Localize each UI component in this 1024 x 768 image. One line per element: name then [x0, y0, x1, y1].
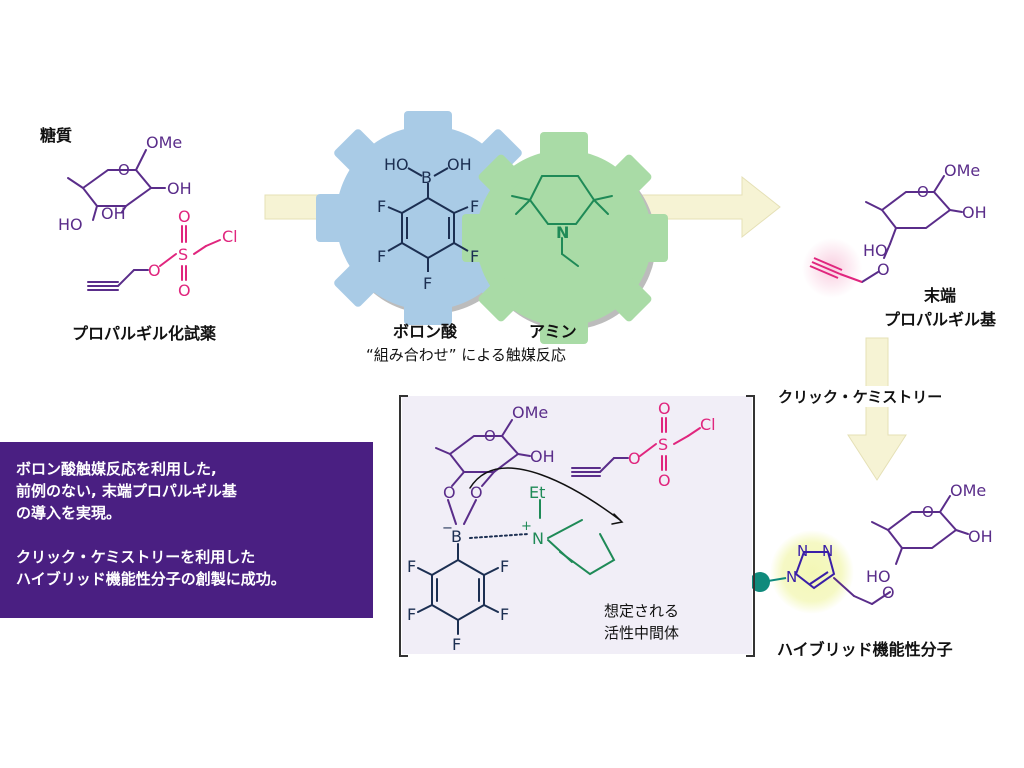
- summary-line: の導入を実現。: [16, 504, 122, 522]
- atom-label: O: [470, 483, 483, 502]
- atom-label: OH: [962, 203, 987, 222]
- summary-line: ボロン酸触媒反応を利用した,: [16, 460, 217, 478]
- sugar-label: 糖質: [40, 126, 73, 145]
- atom-label: F: [423, 274, 432, 293]
- atom-label: OMe: [146, 133, 182, 152]
- charge-label: +: [521, 519, 532, 534]
- atom-label: O: [658, 471, 671, 490]
- intermediate-structure: [417, 417, 701, 635]
- triazole-structure: [794, 551, 836, 590]
- atom-label: OMe: [512, 403, 548, 422]
- atom-label: OH: [447, 155, 472, 174]
- atom-label: B: [451, 527, 462, 546]
- product-label-line2: プロパルギル基: [883, 310, 996, 329]
- atom-label: F: [452, 635, 461, 654]
- atom-label: F: [500, 605, 509, 624]
- intermediate-label-line2: 活性中間体: [604, 624, 680, 642]
- atom-label: O: [148, 261, 161, 280]
- reagent-label: プロパルギル化試薬: [72, 324, 217, 343]
- atom-label: F: [500, 557, 509, 576]
- atom-label: B: [421, 168, 432, 187]
- atom-label: HO: [384, 155, 409, 174]
- atom-label: O: [443, 483, 456, 502]
- atom-label: OMe: [950, 481, 986, 500]
- summary-line: 前例のない, 末端プロパルギル基: [16, 482, 237, 500]
- boronic-acid-structure: [387, 167, 469, 272]
- atom-label: O: [658, 399, 671, 418]
- atom-label: N: [532, 529, 544, 548]
- atom-label: S: [178, 245, 188, 264]
- summary-line: クリック・ケミストリーを利用した: [16, 548, 256, 566]
- atom-label: N: [797, 542, 808, 560]
- intermediate-panel: [402, 396, 752, 654]
- atom-label: OH: [530, 447, 555, 466]
- atom-label: F: [377, 247, 386, 266]
- charge-label: −: [442, 521, 453, 536]
- intermediate-bracket: [399, 395, 755, 657]
- click-chemistry-label: クリック・ケミストリー: [776, 386, 945, 407]
- atom-label: OH: [167, 179, 192, 198]
- hybrid-label: ハイブリッド機能性分子: [777, 640, 953, 659]
- summary-line: ハイブリッド機能性分子の創製に成功。: [16, 570, 286, 588]
- atom-label: N: [556, 223, 569, 242]
- sugar-structure-hybrid: [833, 495, 969, 605]
- sugar-structure-1: [67, 149, 166, 221]
- click-arrow: [847, 337, 907, 481]
- atom-label: F: [470, 247, 479, 266]
- atom-label: O: [118, 161, 130, 179]
- atom-label: HO: [863, 241, 888, 260]
- atom-label: O: [917, 183, 929, 201]
- atom-label: F: [407, 605, 416, 624]
- atom-label: OH: [968, 527, 993, 546]
- atom-label: F: [407, 557, 416, 576]
- atom-label: O: [922, 503, 934, 521]
- propargylation-reagent-structure: [87, 225, 221, 291]
- atom-label: HO: [866, 567, 891, 586]
- boronic-acid-label: ボロン酸: [393, 322, 458, 341]
- atom-label: N: [786, 568, 797, 586]
- atom-label: O: [877, 260, 890, 279]
- atom-label: F: [377, 197, 386, 216]
- product-label: 末端 プロパルギル基: [870, 282, 1010, 330]
- atom-label: O: [628, 449, 641, 468]
- summary-box: ボロン酸触媒反応を利用した, 前例のない, 末端プロパルギル基 の導入を実現。 …: [0, 442, 373, 618]
- summary-paragraph-1: ボロン酸触媒反応を利用した, 前例のない, 末端プロパルギル基 の導入を実現。: [16, 458, 357, 524]
- product-label-line1: 末端: [923, 286, 956, 305]
- combination-label: “組み合わせ” による触媒反応: [366, 346, 566, 364]
- atom-label: HO: [58, 215, 83, 234]
- sugar-structure-product: [861, 175, 963, 283]
- intermediate-label: 想定される 活性中間体: [604, 600, 679, 644]
- atom-label: S: [658, 435, 668, 454]
- atom-label: O: [178, 207, 191, 226]
- atom-label: OH: [101, 204, 126, 223]
- atom-label: N: [822, 542, 833, 560]
- amine-label: アミン: [529, 322, 577, 341]
- atom-label: Cl: [700, 415, 716, 434]
- amine-structure: [511, 175, 613, 267]
- atom-label: Et: [529, 483, 545, 502]
- atom-label: O: [178, 281, 191, 300]
- atom-label: O: [484, 427, 496, 445]
- summary-paragraph-2: クリック・ケミストリーを利用した ハイブリッド機能性分子の創製に成功。: [16, 546, 357, 590]
- atom-label: F: [470, 197, 479, 216]
- atom-label: OMe: [944, 161, 980, 180]
- atom-label: Cl: [222, 227, 238, 246]
- triazole-highlight: [770, 530, 854, 614]
- intermediate-label-line1: 想定される: [604, 602, 680, 620]
- atom-label: O: [882, 583, 895, 602]
